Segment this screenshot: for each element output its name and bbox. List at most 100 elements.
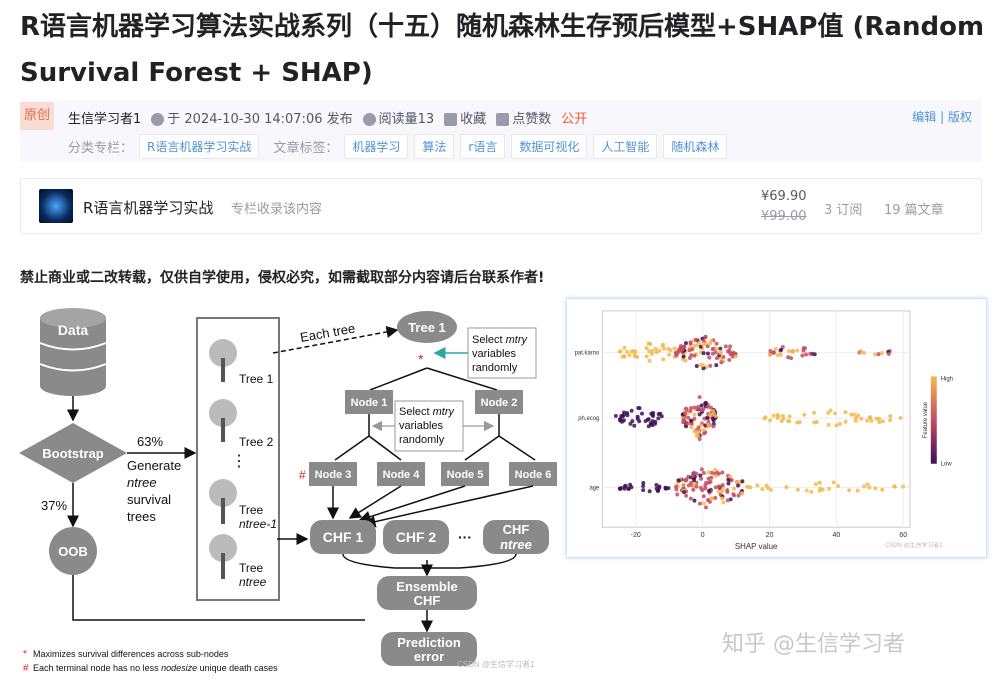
shap-point — [812, 410, 817, 415]
x-tick-label: 0 — [701, 532, 705, 539]
svg-text:variables: variables — [472, 348, 517, 360]
shap-point — [628, 482, 633, 487]
svg-text:Node 1: Node 1 — [351, 397, 388, 409]
shap-point — [692, 405, 697, 410]
svg-text:randomly: randomly — [399, 434, 445, 446]
shap-point — [691, 470, 696, 475]
author-link[interactable]: 生信学习者1 — [68, 112, 142, 127]
shap-point — [732, 493, 737, 498]
data-cylinder — [39, 308, 107, 396]
feature-label: pat.karno — [575, 351, 600, 357]
vertical-dots: ⋮ — [231, 453, 247, 470]
tree-2-label: Tree 2 — [239, 435, 274, 449]
shap-point — [826, 422, 831, 427]
shap-point — [714, 474, 718, 478]
shap-point — [720, 483, 725, 488]
like-button[interactable]: 点赞数 — [496, 108, 551, 127]
shap-point — [718, 351, 723, 356]
shap-point — [780, 414, 785, 419]
shap-point — [714, 356, 719, 361]
collect-button[interactable]: 收藏 — [444, 108, 486, 127]
shap-point — [726, 477, 731, 482]
generate-text: Generate — [127, 458, 181, 473]
shap-point — [877, 416, 882, 421]
shap-point — [837, 421, 842, 426]
shap-point — [786, 348, 791, 353]
shap-point — [836, 484, 841, 489]
shap-point — [641, 484, 646, 489]
tree-ntree-label-b: ntree — [239, 575, 267, 589]
shap-point — [704, 480, 709, 485]
svg-text:#: # — [23, 663, 29, 674]
shap-point — [888, 414, 893, 418]
edit-link[interactable]: 编辑 — [912, 110, 937, 124]
shap-point — [708, 363, 713, 368]
tags-label: 文章标签： — [273, 141, 339, 156]
shap-point — [667, 352, 672, 357]
shap-point — [689, 418, 694, 423]
original-badge: 原创 — [20, 102, 54, 130]
chf-1 — [310, 520, 376, 554]
column-name[interactable]: R语言机器学习实战 — [83, 199, 214, 217]
shap-point — [827, 486, 832, 491]
shap-point — [716, 471, 721, 476]
shap-point — [708, 341, 713, 346]
shap-point — [647, 358, 652, 363]
shap-point — [694, 484, 699, 489]
tag-item[interactable]: 数据可视化 — [511, 134, 588, 159]
eye-icon — [362, 113, 376, 126]
shap-point — [706, 419, 711, 424]
bootstrap-label: Bootstrap — [42, 446, 103, 461]
shap-point — [834, 423, 839, 428]
shap-point — [714, 341, 719, 346]
shap-point — [873, 352, 878, 357]
tag-item[interactable]: 随机森林 — [663, 134, 728, 159]
article-count: 19 篇文章 — [884, 203, 944, 218]
tag-item[interactable]: r语言 — [460, 134, 506, 159]
shap-point — [876, 352, 881, 357]
footnote-2: Each terminal node has no less nodesize … — [33, 663, 278, 673]
shap-point — [693, 337, 698, 342]
shap-point — [656, 416, 661, 421]
pct-63-label: 63% — [137, 434, 163, 449]
read-count: 阅读量13 — [362, 108, 434, 127]
data-label: Data — [58, 322, 89, 338]
shap-point — [727, 348, 732, 353]
shap-point — [680, 347, 685, 352]
legend-low: Low — [941, 462, 953, 468]
node-3 — [309, 462, 357, 486]
column-card[interactable]: R语言机器学习实战 专栏收录该内容 ¥69.90 ¥99.00 3 订阅 19 … — [20, 178, 982, 234]
shap-point — [661, 357, 666, 362]
shap-point — [808, 351, 813, 356]
shap-point — [868, 415, 873, 420]
shap-point — [657, 484, 662, 489]
tag-item[interactable]: 人工智能 — [593, 134, 658, 159]
tree-ntree1-label-a: Tree — [239, 503, 264, 517]
shap-point — [651, 411, 656, 416]
svg-text:CHF: CHF — [414, 593, 441, 608]
shap-point — [698, 473, 703, 478]
tree-1-node-label: Tree 1 — [408, 320, 446, 335]
shap-point — [720, 496, 725, 501]
shap-point — [786, 355, 791, 360]
svg-text:Node 4: Node 4 — [383, 469, 421, 481]
shap-point — [653, 346, 658, 351]
shap-point — [710, 416, 715, 421]
shap-point — [733, 354, 738, 359]
shap-point — [862, 351, 867, 355]
shap-point — [687, 348, 692, 353]
shap-point — [817, 480, 822, 485]
shap-point — [684, 406, 689, 411]
shap-point — [740, 491, 745, 496]
zhihu-watermark: 知乎 @生信学习者 — [722, 632, 905, 657]
copyright-link[interactable]: 版权 — [947, 110, 972, 124]
category-tag[interactable]: R语言机器学习实战 — [139, 134, 260, 159]
shap-point — [699, 403, 704, 408]
shap-point — [812, 420, 817, 425]
trees-text: trees — [127, 509, 156, 524]
shap-point — [688, 409, 693, 414]
shap-point — [802, 412, 807, 417]
tag-item[interactable]: 算法 — [414, 134, 455, 159]
tag-item[interactable]: 机器学习 — [344, 134, 409, 159]
svg-text:Node 3: Node 3 — [315, 469, 352, 481]
